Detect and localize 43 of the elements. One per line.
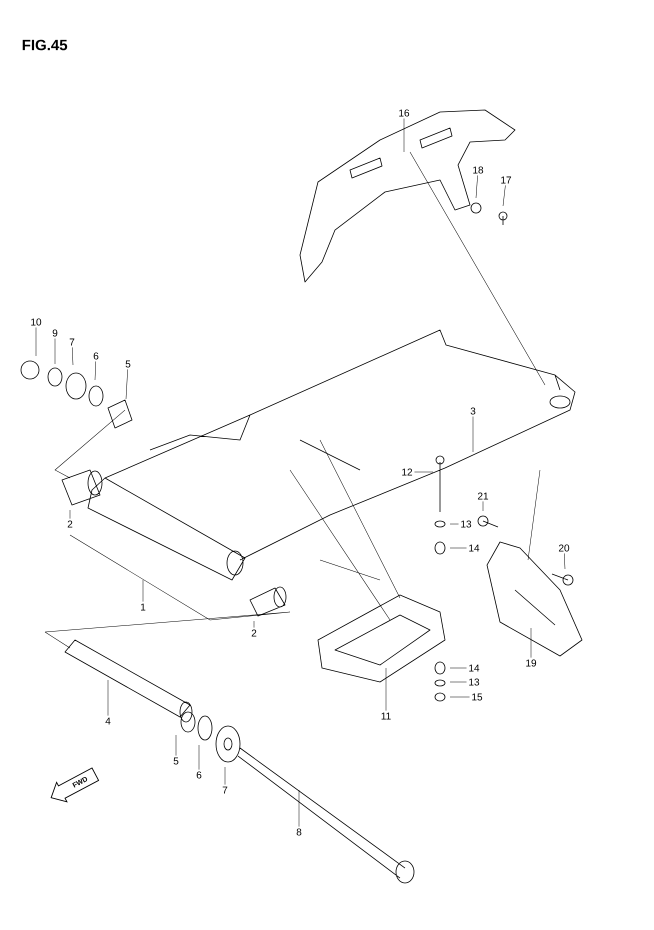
callout-number: 10 — [31, 318, 42, 326]
callout-number: 20 — [558, 544, 570, 552]
callout-number: 13 — [461, 520, 472, 528]
callout-number: 18 — [473, 166, 484, 174]
leader-line — [450, 696, 470, 698]
callout-number: 8 — [296, 828, 302, 836]
callout-number: 5 — [126, 360, 130, 368]
callout-number: 13 — [469, 678, 480, 686]
callout-number: 5 — [174, 758, 178, 764]
leader-line — [94, 361, 96, 380]
leader-line — [224, 766, 226, 785]
leader-line — [72, 347, 74, 366]
callout-number: 6 — [94, 352, 98, 360]
leader-line — [476, 175, 478, 198]
leader-line — [472, 416, 474, 452]
callout-number: 15 — [472, 694, 482, 700]
callout-number: 2 — [252, 630, 256, 636]
callout-number: 21 — [478, 492, 488, 500]
figure-title: FIG.45 — [22, 40, 68, 50]
callout-number: 1 — [141, 604, 146, 610]
callout-number: 9 — [52, 329, 58, 337]
callout-number: 12 — [402, 468, 412, 476]
leader-line — [126, 369, 128, 400]
leader-line — [482, 501, 484, 512]
callout-number: 2 — [68, 520, 72, 528]
leader-line — [298, 790, 300, 827]
callout-number: 14 — [469, 664, 480, 672]
callout-number: 16 — [399, 109, 410, 117]
leader-line — [530, 628, 532, 658]
callout-number: 3 — [470, 407, 476, 415]
callout-number: 19 — [526, 659, 536, 667]
leader-line — [198, 744, 200, 770]
leader-line — [142, 580, 144, 602]
callout-number: 6 — [196, 771, 202, 779]
leader-line — [54, 338, 56, 364]
leader-line — [564, 553, 566, 570]
callout-number: 17 — [501, 176, 512, 184]
leader-line — [502, 185, 506, 206]
callout-number: 7 — [222, 786, 228, 794]
callout-number: 14 — [469, 544, 480, 552]
callout-number: 11 — [382, 712, 391, 720]
callout-number: 4 — [105, 718, 110, 724]
callout-number: 7 — [70, 338, 74, 346]
